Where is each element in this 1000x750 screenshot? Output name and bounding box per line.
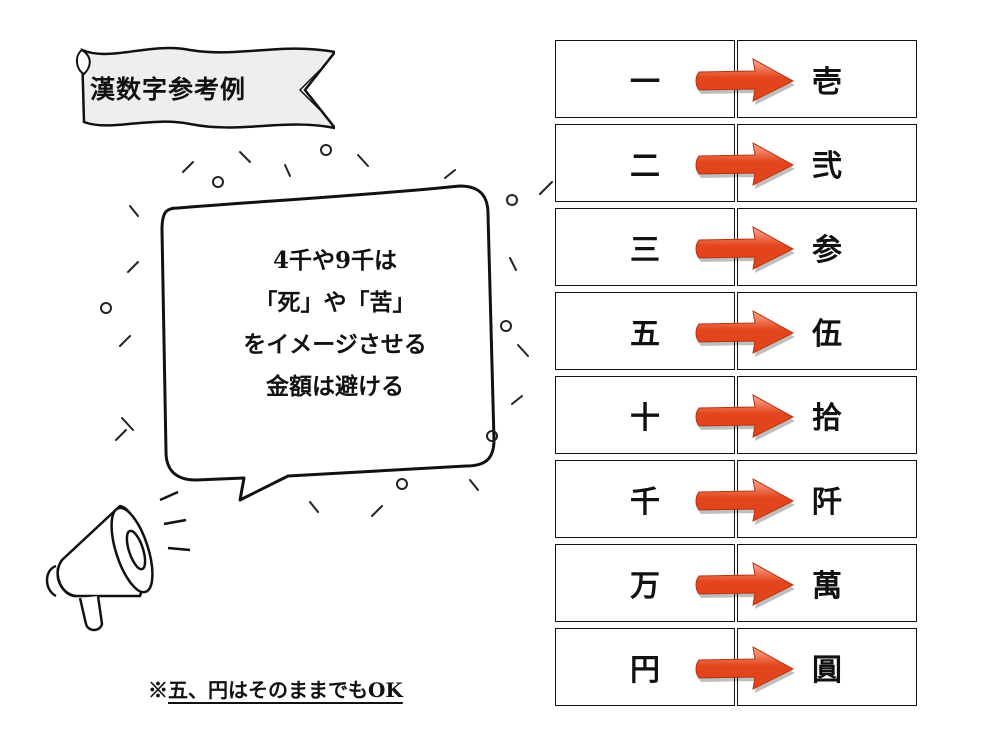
bubble-line: をイメージさせる [243,331,427,358]
megaphone-icon [45,490,191,632]
right-arrow-icon [695,394,795,441]
table-row: 二 弐 [555,124,925,204]
burst-marks [100,144,553,517]
bubble-text: 4千や9千は 「死」や「苦」 をイメージさせる 金額は避ける [170,240,500,408]
formal-numeral: 伍 [737,292,917,370]
right-arrow-icon [695,58,795,105]
formal-numeral: 拾 [737,376,917,454]
formal-numeral: 萬 [737,544,917,622]
right-arrow-icon [695,226,795,273]
formal-numeral: 参 [737,208,917,286]
footnote-text: 五、円はそのままでもOK [168,678,403,702]
footnote-mark: ※ [148,678,168,702]
bubble-line: 金額は避ける [266,373,404,400]
plain-numeral: 万 [555,544,735,622]
table-row: 万 萬 [555,544,925,624]
right-arrow-icon [695,478,795,525]
decoration-layer [45,144,553,632]
plain-numeral: 三 [555,208,735,286]
speech-bubble [160,184,496,502]
table-row: 十 拾 [555,376,925,456]
bubble-line: 「死」や「苦」 [254,289,416,316]
table-row: 一 壱 [555,40,925,120]
page-title: 漢数字参考例 [90,75,247,104]
table-row: 円 圓 [555,628,925,708]
table-row: 千 阡 [555,460,925,540]
right-arrow-icon [695,562,795,609]
formal-numeral: 弐 [737,124,917,202]
plain-numeral: 五 [555,292,735,370]
title-ribbon [76,46,335,130]
plain-numeral: 二 [555,124,735,202]
kanji-table: 一 壱 二 弐 三 参 五 伍 十 拾 千 阡 万 萬 円 圓 [555,40,925,712]
table-row: 三 参 [555,208,925,288]
formal-numeral: 阡 [737,460,917,538]
plain-numeral: 円 [555,628,735,706]
plain-numeral: 千 [555,460,735,538]
right-arrow-icon [695,142,795,189]
footnote: ※五、円はそのままでもOK [148,674,403,703]
bubble-line: 4千や9千は [272,247,397,274]
table-row: 五 伍 [555,292,925,372]
right-arrow-icon [695,310,795,357]
right-arrow-icon [695,646,795,693]
formal-numeral: 壱 [737,40,917,118]
